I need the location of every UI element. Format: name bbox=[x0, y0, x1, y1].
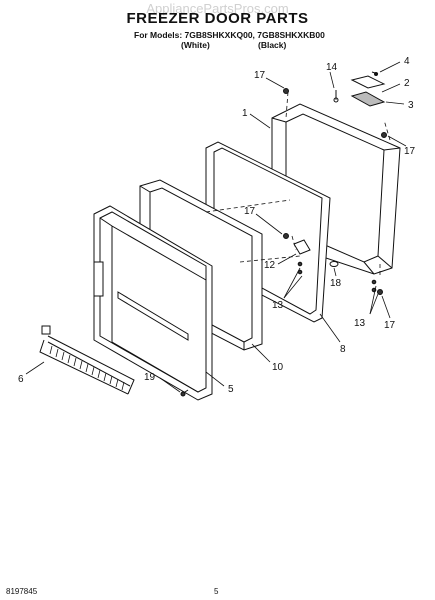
page-number: 5 bbox=[214, 587, 219, 596]
callout-1: 1 bbox=[242, 108, 248, 119]
document-number: 8197845 bbox=[6, 587, 38, 596]
callout-19: 19 bbox=[144, 372, 156, 383]
callout-6: 6 bbox=[18, 374, 24, 385]
callout-17-top: 17 bbox=[254, 70, 266, 81]
callout-14: 14 bbox=[326, 62, 338, 73]
callout-3: 3 bbox=[408, 100, 414, 111]
callout-2: 2 bbox=[404, 78, 410, 89]
part-door-5 bbox=[93, 205, 213, 401]
callout-12: 12 bbox=[264, 260, 276, 271]
callout-17-bottom: 17 bbox=[384, 320, 396, 331]
callout-18: 18 bbox=[330, 278, 342, 289]
callout-13-middle: 13 bbox=[272, 300, 284, 311]
callout-17-right: 17 bbox=[404, 146, 416, 157]
part-screws-17 bbox=[283, 88, 387, 295]
callout-5: 5 bbox=[228, 384, 234, 395]
variant-black: (Black) bbox=[258, 40, 287, 50]
part-hinge-3 bbox=[350, 91, 386, 107]
part-screw-4 bbox=[371, 71, 379, 76]
watermark: AppliancePartsPros.com bbox=[146, 1, 289, 16]
model-numbers: For Models: 7GB8SHKXKQ00, 7GB8SHKXKB00 bbox=[134, 30, 325, 40]
part-washer-18 bbox=[329, 261, 339, 267]
callout-10: 10 bbox=[272, 362, 284, 373]
part-pin-14 bbox=[333, 90, 339, 103]
callout-8: 8 bbox=[340, 344, 346, 355]
callout-13-lower: 13 bbox=[354, 318, 366, 329]
variant-white: (White) bbox=[181, 40, 210, 50]
callout-17-middle: 17 bbox=[244, 206, 256, 217]
callout-4: 4 bbox=[404, 56, 410, 67]
diagram-title: FREEZER DOOR PARTS bbox=[126, 10, 309, 27]
leader-lines bbox=[25, 61, 407, 393]
part-screw-19 bbox=[180, 389, 189, 397]
part-rack-6 bbox=[39, 325, 135, 395]
part-hinge-cover-2 bbox=[350, 75, 386, 89]
